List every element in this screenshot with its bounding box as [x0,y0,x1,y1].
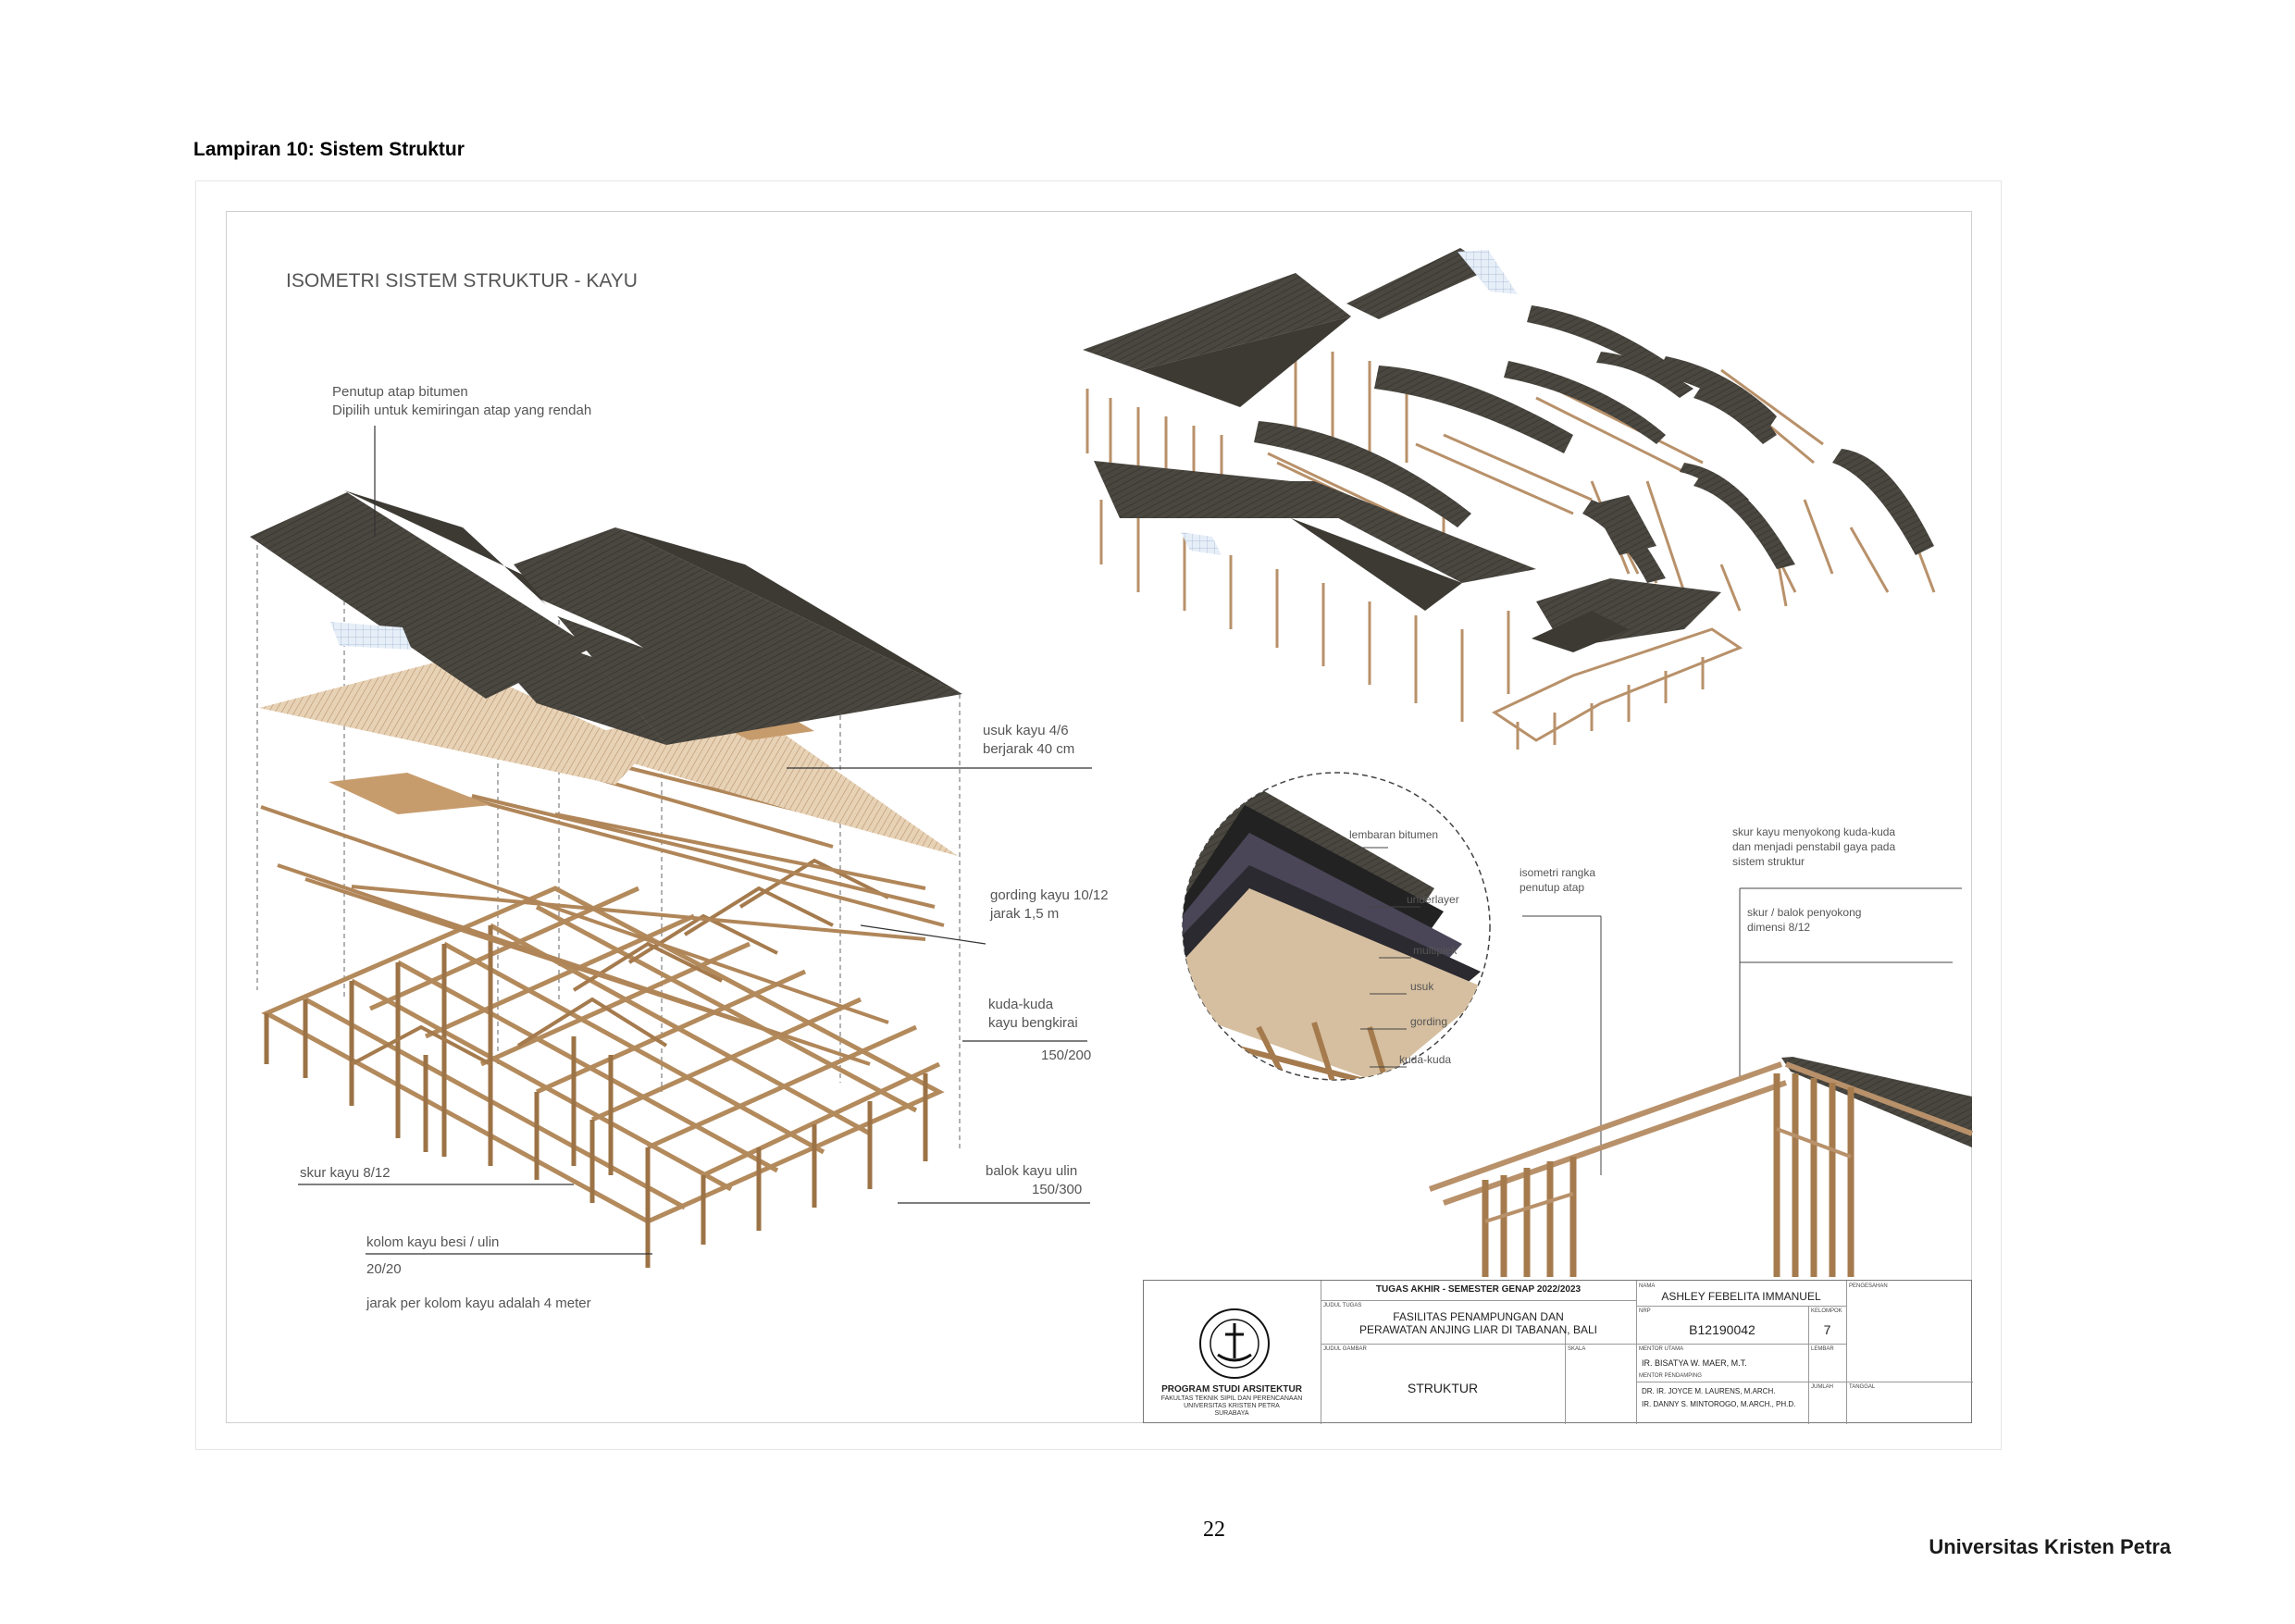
label-usuk: usuk [1410,980,1434,993]
annotation-skur: skur kayu 8/12 [300,1165,391,1181]
label-penutup-atap: penutup atap [1520,881,1584,894]
page-heading: Lampiran 10: Sistem Struktur [193,139,465,160]
tanggal-label: TANGGAL [1849,1384,1876,1390]
annotation-kuda-dimension: 150/200 [1041,1048,1091,1063]
judul-gambar-label: JUDUL GAMBAR [1323,1346,1367,1352]
annotation-kuda-material: kayu bengkirai [988,1015,1078,1031]
label-kuda-kuda: kuda-kuda [1399,1053,1451,1066]
annotation-usuk-spacing: berjarak 40 cm [983,741,1074,757]
skala-label: SKALA [1568,1346,1586,1352]
building-cluster-isometric [1083,248,1936,750]
jumlah-label: JUMLAH [1811,1384,1834,1390]
annotation-kuda-kuda: kuda-kuda [988,997,1054,1012]
mentor-pendamping-label: MENTOR PENDAMPING [1639,1373,1702,1379]
label-skur-balok: skur / balok penyokong [1747,906,1861,919]
label-lembaran-bitumen: lembaran bitumen [1349,828,1438,841]
label-gording: gording [1410,1015,1447,1028]
pengesahan-label: PENGESAHAN [1849,1283,1888,1289]
annotation-gording-spacing: jarak 1,5 m [989,906,1059,922]
annotation-balok-dimension: 150/300 [1032,1182,1082,1197]
label-skur-penstabil: dan menjadi penstabil gaya pada [1732,840,1895,853]
drawing-title: ISOMETRI SISTEM STRUKTUR - KAYU [286,270,638,291]
group-number: 7 [1823,1322,1831,1337]
timber-columns [264,925,928,1268]
nrp-label: NRP [1639,1308,1651,1314]
co-mentors: DR. IR. JOYCE M. LAURENS, M.ARCH. IR. DA… [1642,1387,1796,1408]
annotation-kolom: kolom kayu besi / ulin [366,1234,499,1250]
exploded-isometric [250,490,962,1268]
annotation-kolom-spacing: jarak per kolom kayu adalah 4 meter [366,1295,591,1311]
lembar-label: LEMBAR [1811,1346,1834,1352]
label-skur-menyokong: skur kayu menyokong kuda-kuda [1732,825,1895,838]
nama-label: NAMA [1639,1283,1656,1289]
bitumen-roof [250,490,962,745]
footer-university-name: Universitas Kristen Petra [1929,1535,2171,1558]
page-number: 22 [1203,1518,1225,1542]
title-block: PROGRAM STUDI ARSITEKTUR FAKULTAS TEKNIK… [1143,1280,1973,1424]
annotation-usuk: usuk kayu 4/6 [983,723,1069,738]
annotation-roof-cover-note: Dipilih untuk kemiringan atap yang renda… [332,403,591,418]
project-title: FASILITAS PENAMPUNGAN DAN PERAWATAN ANJI… [1359,1310,1597,1336]
student-nrp: B12190042 [1689,1322,1755,1337]
figure-outer-frame [195,180,2002,1450]
annotation-balok: balok kayu ulin [986,1163,1077,1179]
label-isometri-rangka: isometri rangka [1520,866,1595,879]
main-mentor: IR. BISATYA W. MAER, M.T. [1642,1358,1747,1368]
university-logo-icon [1199,1308,1270,1379]
roof-layer-detail: lembaran bitumen underlayer multiplek us… [1182,772,1962,1175]
kelompok-label: KELOMPOK [1811,1308,1842,1314]
drawing-frame [226,211,1972,1423]
left-annotations: Penutup atap bitumen Dipilih untuk kemir… [300,384,1109,1311]
purlins [260,766,945,1066]
rafter-layer [259,659,648,785]
annotation-kolom-dimension: 20/20 [366,1261,402,1277]
truss-detail [1428,1057,1974,1277]
drawing-type: STRUKTUR [1407,1381,1479,1395]
course-title: TUGAS AKHIR - SEMESTER GENAP 2022/2023 [1375,1284,1582,1295]
label-multiplek: multiplek [1413,944,1458,957]
annotation-gording: gording kayu 10/12 [990,887,1109,903]
mentor-utama-label: MENTOR UTAMA [1639,1346,1684,1352]
student-name: ASHLEY FEBELITA IMMANUEL [1661,1290,1821,1303]
annotation-roof-cover: Penutup atap bitumen [332,384,468,400]
faculty-info: FAKULTAS TEKNIK SIPIL DAN PERENCANAAN UN… [1160,1395,1303,1417]
label-underlayer: underlayer [1407,893,1459,906]
label-skur-dimensi: dimensi 8/12 [1747,921,1810,934]
roof-trusses [351,858,889,1066]
judul-tugas-label: JUDUL TUGAS [1323,1303,1362,1308]
label-skur-sistem: sistem struktur [1732,855,1805,868]
program-name: PROGRAM STUDI ARSITEKTUR [1161,1384,1302,1395]
